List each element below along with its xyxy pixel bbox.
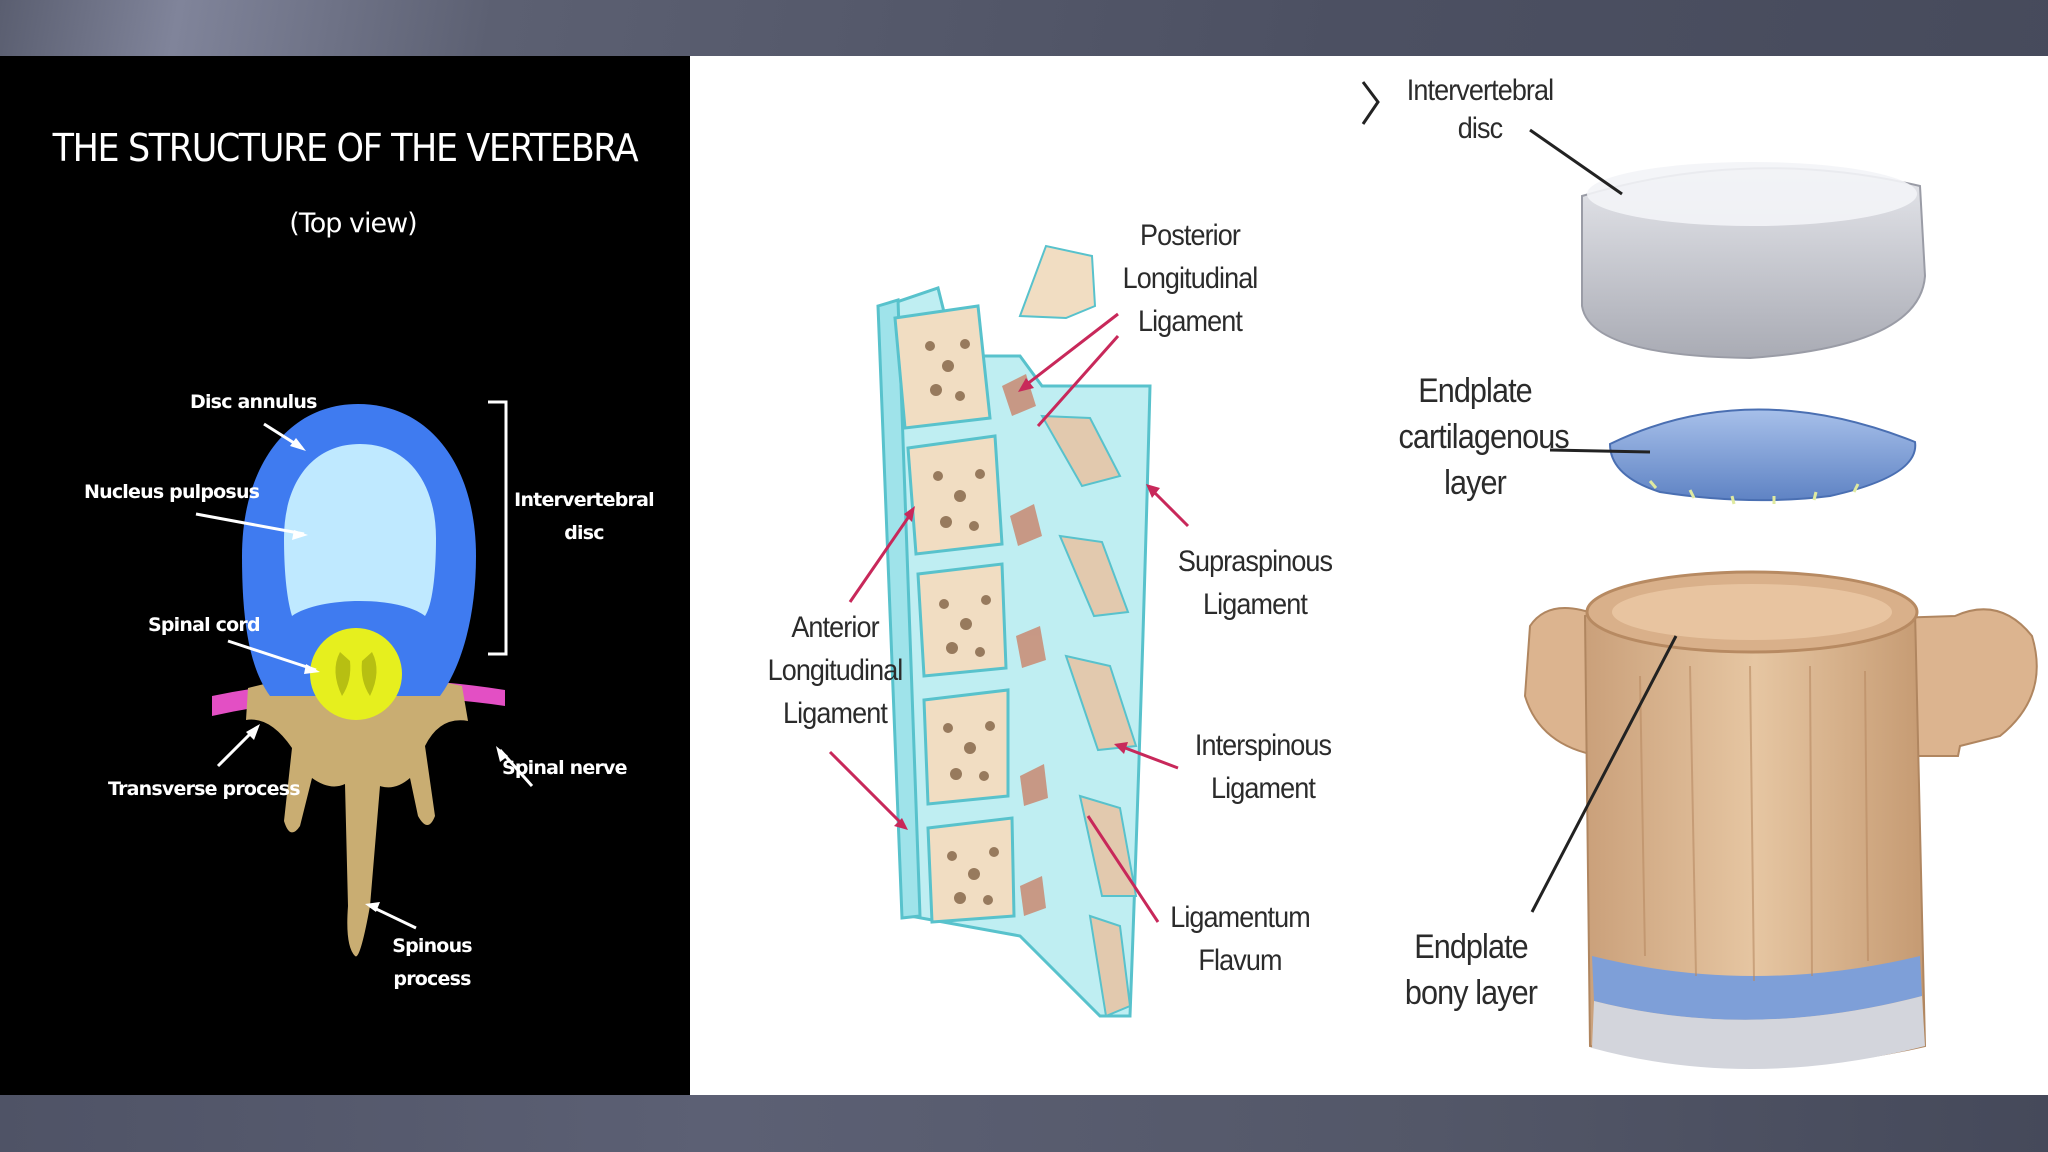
label-spinous-process: Spinous process <box>392 935 472 990</box>
diagram-subtitle: (Top view) <box>289 208 417 239</box>
slide-top-band <box>0 0 2048 56</box>
intervertebral-disc-bracket <box>488 400 508 656</box>
vertebra-top-view-panel: THE STRUCTURE OF THE VERTEBRA (Top view)… <box>0 56 690 1095</box>
intervertebral-disc-panel: Intervertebral disc Endplate cartilageno… <box>1360 56 2048 1095</box>
label-spinal-nerve: Spinal nerve <box>502 757 628 779</box>
label-disc-annulus: Disc annulus <box>190 391 317 413</box>
spine-ligaments-illustration <box>828 244 1190 1018</box>
nucleus-pulposus-shape <box>284 444 436 616</box>
label-intervertebral-disc-right: Intervertebral disc <box>1406 74 1554 145</box>
slide-bottom-band <box>0 1095 2048 1152</box>
label-posterior-longitudinal-ligament: Posterior Longitudinal Ligament <box>1122 219 1259 338</box>
disc-endplate-illustration <box>1361 81 2038 1070</box>
label-nucleus-pulposus: Nucleus pulposus <box>84 481 260 503</box>
label-endplate-cartilagenous-layer: Endplate cartilagenous layer <box>1398 372 1570 502</box>
label-ligamentum-flavum: Ligamentum Flavum <box>1170 901 1310 977</box>
label-transverse-process: Transverse process <box>108 778 301 800</box>
label-intervertebral-disc: Intervertebral disc <box>514 489 654 544</box>
label-anterior-longitudinal-ligament: Anterior Longitudinal Ligament <box>767 611 904 730</box>
vertebra-bone-shape <box>246 675 468 957</box>
label-endplate-bony-layer: Endplate bony layer <box>1404 928 1538 1012</box>
label-interspinous-ligament: Interspinous Ligament <box>1194 729 1332 805</box>
spinal-cord-shape <box>310 628 402 720</box>
label-supraspinous-ligament: Supraspinous Ligament <box>1177 545 1333 621</box>
vertebra-top-view-illustration <box>195 400 534 957</box>
cartilage-endplate-shape <box>1608 408 1917 502</box>
diagram-title: THE STRUCTURE OF THE VERTEBRA <box>52 126 639 170</box>
spine-ligaments-panel: Posterior Longitudinal Ligament Anterior… <box>690 56 1360 1095</box>
label-spinal-cord: Spinal cord <box>148 614 261 636</box>
